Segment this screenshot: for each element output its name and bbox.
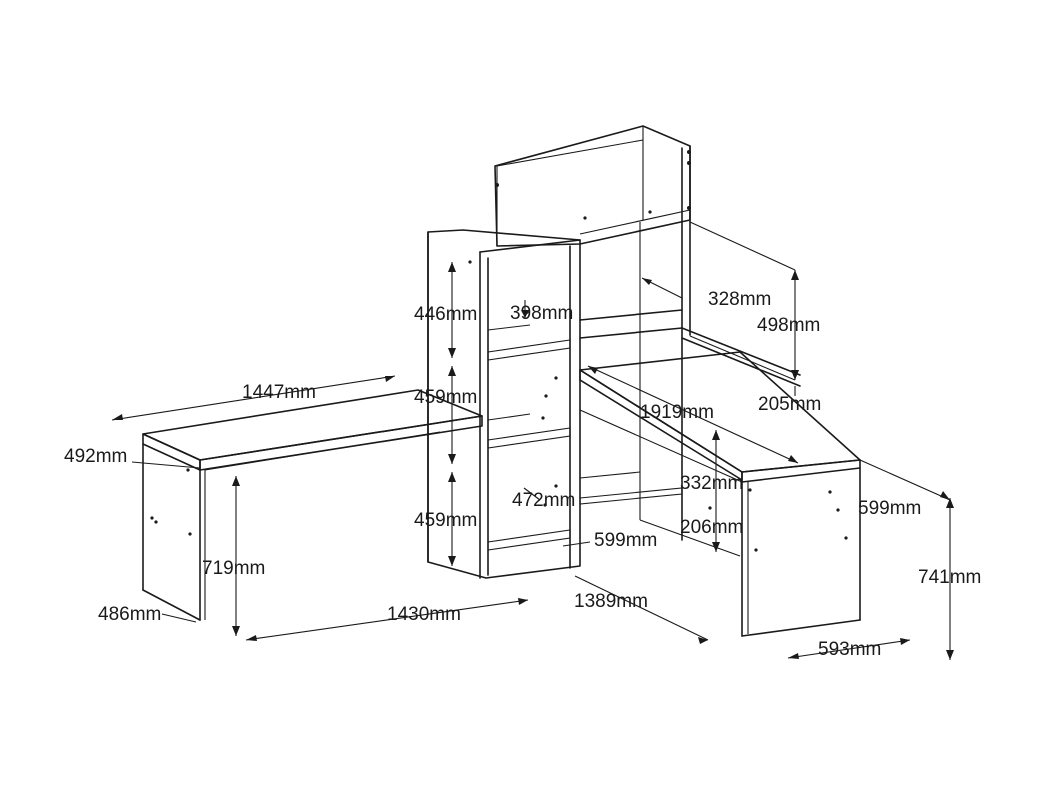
right-hutch-column (579, 145, 801, 541)
dim-desk-right-side-depth: 593mm (818, 639, 881, 660)
dim-desk-right-height: 741mm (918, 567, 981, 588)
dim-desk-right-depth: 599mm (858, 498, 921, 519)
dim-desk-left-bottom-length: 1430mm (387, 604, 461, 625)
dim-desk-left-side-depth: 486mm (98, 604, 161, 625)
dim-shelf-width-599: 599mm (594, 530, 657, 551)
dim-desk-right-bottom-length: 1389mm (574, 591, 648, 612)
dim-shelf-inner-width: 398mm (510, 303, 573, 324)
hutch-back-panel (494, 125, 691, 247)
dim-desk-left-height: 719mm (202, 558, 265, 579)
dim-shelf-lower-height: 459mm (414, 510, 477, 531)
dim-hutch-offset: 205mm (758, 394, 821, 415)
dim-desk-right-length: 1919mm (640, 402, 714, 423)
dim-shelf-depth-472: 472mm (512, 490, 575, 511)
dim-hutch-depth: 328mm (708, 289, 771, 310)
dimension-lines (111, 221, 954, 660)
right-desk (579, 351, 861, 637)
dim-inner-shelf-gap: 206mm (680, 517, 743, 538)
dim-shelf-middle-height: 459mm (414, 387, 477, 408)
left-desk (142, 389, 483, 621)
dim-hutch-height: 498mm (757, 315, 820, 336)
dim-inner-shelf-height: 332mm (680, 473, 743, 494)
dim-desk-left-length: 1447mm (242, 382, 316, 403)
dim-desk-left-depth: 492mm (64, 446, 127, 467)
dim-shelf-upper-height: 446mm (414, 304, 477, 325)
